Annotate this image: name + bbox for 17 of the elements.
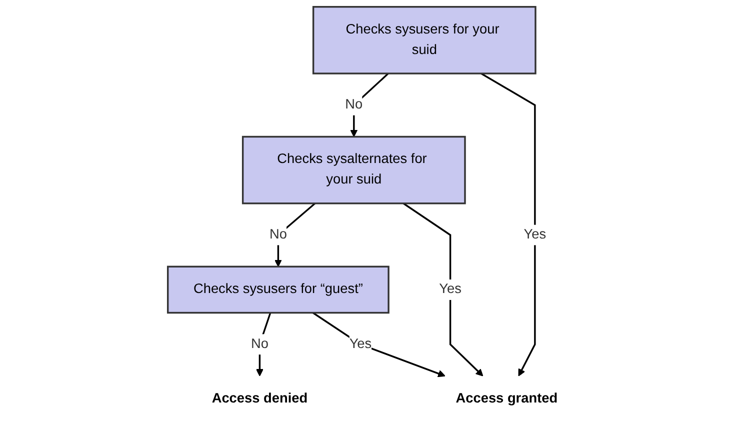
arrow [350, 72, 390, 138]
edge-label: No [251, 336, 269, 352]
arrow [403, 202, 484, 376]
edge-label: Yes [440, 282, 462, 297]
arrow [312, 312, 446, 378]
node-box: Checks sysusers for “guest” [167, 266, 390, 314]
node-box: Checks sysalternates for your suid [242, 136, 466, 204]
arrow [481, 72, 536, 376]
node-text: Access denied [212, 391, 308, 406]
edge-label: Yes [350, 336, 372, 352]
arrow [256, 312, 272, 376]
edge-label: No [346, 97, 364, 112]
node-box: Checks sysusers for your suid [312, 6, 537, 74]
arrow [274, 202, 316, 267]
edge-label: No [270, 227, 288, 242]
edge-label: Yes [524, 227, 547, 242]
node-text: Access granted [456, 391, 558, 406]
